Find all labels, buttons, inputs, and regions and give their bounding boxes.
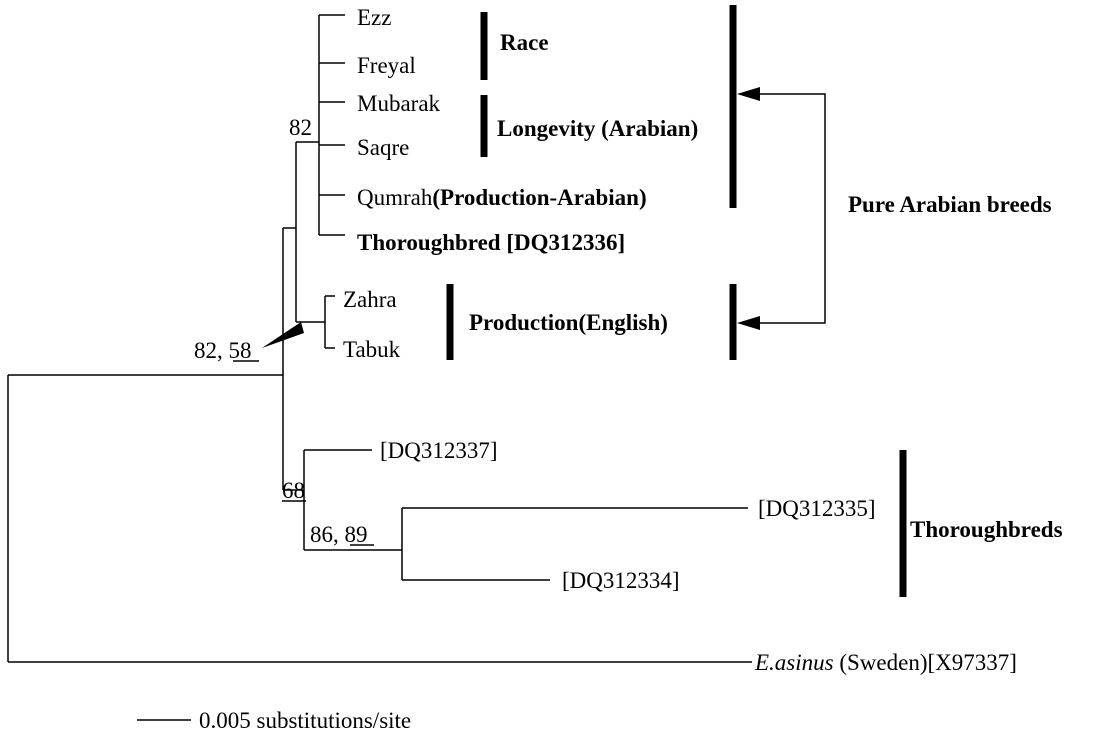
pure-arabian-connector xyxy=(745,93,826,324)
taxon-labels: Ezz Freyal Mubarak Saqre Qumrah(Producti… xyxy=(343,5,1017,675)
taxon-freyal: Freyal xyxy=(357,53,416,78)
support-82-58: 82, 58 xyxy=(194,338,252,363)
scale-bar-label: 0.005 substitutions/site xyxy=(199,708,411,733)
taxon-qumrah: Qumrah(Production-Arabian) xyxy=(357,185,647,210)
group-thoroughbreds: Thoroughbreds xyxy=(910,517,1063,542)
support-82: 82 xyxy=(289,115,312,140)
taxon-tabuk: Tabuk xyxy=(343,337,401,362)
group-labels: Race Longevity (Arabian) Production(Engl… xyxy=(469,30,1063,542)
taxon-qumrah-group: (Production-Arabian) xyxy=(432,185,646,210)
support-68: 68 xyxy=(282,478,305,503)
taxon-easinus-rest: (Sweden)[X97337] xyxy=(834,650,1017,675)
tree-branches xyxy=(7,14,752,663)
taxon-dq312335: [DQ312335] xyxy=(758,496,876,521)
taxon-dq312334: [DQ312334] xyxy=(562,568,680,593)
support-86-89-second: 89 xyxy=(345,522,368,547)
arrow-left-icon xyxy=(737,316,760,330)
taxon-qumrah-name: Qumrah xyxy=(357,185,433,210)
pure-arabian-bracket xyxy=(737,87,826,330)
support-82-58-first: 82, xyxy=(194,338,229,363)
taxon-ezz: Ezz xyxy=(357,5,391,30)
arrow-left-icon xyxy=(737,87,760,101)
taxon-thoroughbred-dq312336: Thoroughbred [DQ312336] xyxy=(357,230,625,255)
taxon-saqre: Saqre xyxy=(357,135,409,160)
taxon-easinus: E.asinus (Sweden)[X97337] xyxy=(754,650,1017,675)
support-86-89-first: 86, xyxy=(310,522,345,547)
support-values: 82 82, 58 68 86, 89 xyxy=(194,115,374,547)
group-production-english: Production(English) xyxy=(469,310,668,335)
taxon-zahra: Zahra xyxy=(343,287,397,312)
taxon-mubarak: Mubarak xyxy=(357,91,441,116)
group-pure-arabian: Pure Arabian breeds xyxy=(848,192,1052,217)
group-longevity: Longevity (Arabian) xyxy=(497,116,698,141)
scale-bar: 0.005 substitutions/site xyxy=(137,708,411,733)
group-race: Race xyxy=(500,30,549,55)
taxon-easinus-species: E.asinus xyxy=(754,650,834,675)
node-pointer-arrow-icon xyxy=(262,322,304,348)
group-bars xyxy=(446,5,907,597)
support-82-58-second: 58 xyxy=(229,338,252,363)
support-86-89: 86, 89 xyxy=(310,522,368,547)
taxon-dq312337: [DQ312337] xyxy=(380,438,498,463)
